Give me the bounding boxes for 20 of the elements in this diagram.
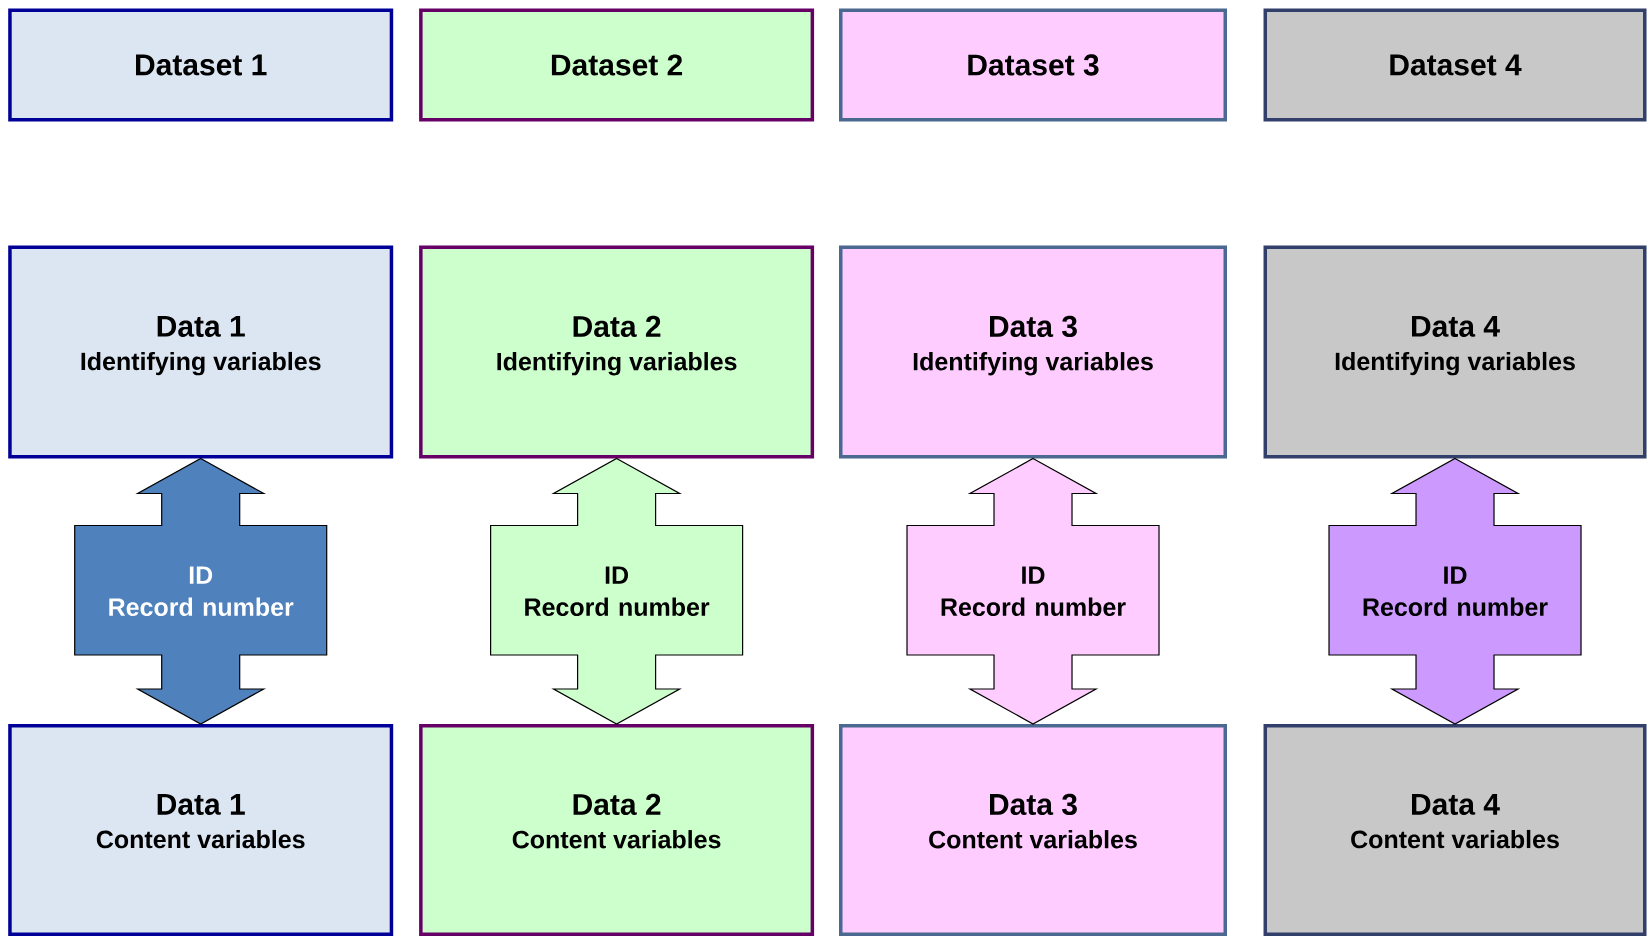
dataset-box: Dataset 2	[419, 8, 815, 122]
data-box: Data 2 Identifying variables	[419, 245, 815, 459]
data-box: Data 4 Identifying variables	[1263, 245, 1647, 459]
dataset-box: Dataset 1	[8, 8, 394, 122]
edge-label: ID Record number	[525, 566, 710, 616]
data-box: Data 1 Content variables	[8, 724, 394, 936]
double-arrow	[490, 457, 744, 725]
edge-label: ID Record number	[1363, 566, 1548, 616]
double-arrow	[906, 457, 1160, 725]
dataset-box: Dataset 4	[1263, 8, 1647, 122]
edge-label: ID Record number	[941, 566, 1126, 616]
data-box: Data 4 Content variables	[1263, 724, 1647, 936]
data-box: Data 1 Identifying variables	[8, 245, 394, 459]
dataset-box: Dataset 3	[839, 8, 1227, 122]
data-box: Data 3 Identifying variables	[839, 245, 1227, 459]
data-box: Data 2 Content variables	[419, 724, 815, 936]
edge-label: ID Record number	[109, 566, 294, 616]
double-arrow	[74, 457, 328, 725]
data-box: Data 3 Content variables	[839, 724, 1227, 936]
double-arrow	[1328, 457, 1582, 725]
